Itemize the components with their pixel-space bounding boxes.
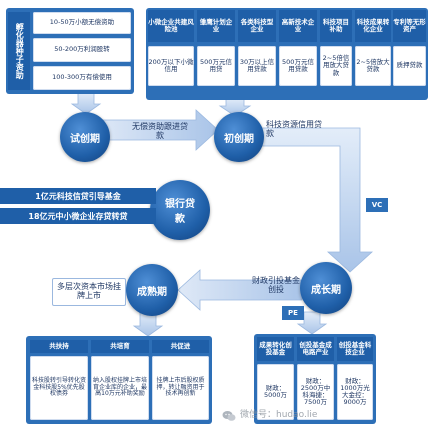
- top-header-5: 科技项目补助: [320, 10, 352, 42]
- top-value-3: 30万以上信用贷款: [238, 46, 276, 86]
- growth-stage-circle: 成长期: [300, 262, 352, 314]
- bank-loan-circle: 银行贷款: [150, 180, 210, 240]
- bottom-left-header-1: 共扶持: [30, 340, 88, 353]
- bottom-right-header-2: 创投基金成电路产业: [297, 337, 334, 361]
- bottom-left-header-3: 共促进: [152, 340, 209, 353]
- bottom-right-value-3: 财政：1000万光大金控：9000万: [337, 364, 373, 420]
- mature-stage-circle: 成熟期: [126, 264, 178, 316]
- bottom-left-header-2: 共培育: [91, 340, 149, 353]
- arrow-incubation-to-trial: [70, 91, 102, 115]
- top-value-5: 2~5倍信用放大贷款: [320, 46, 352, 86]
- watermark-text: 微信号：hudao.lie: [240, 409, 318, 420]
- incubation-item-2: 50-200万利润股转: [33, 38, 131, 62]
- initial-stage-circle: 初创期: [214, 112, 264, 162]
- top-value-7: 质押贷款: [393, 46, 426, 86]
- top-header-2: 雏鹰计划企业: [197, 10, 235, 42]
- trial-to-initial-label: 无偿资助跟进贷款: [132, 122, 188, 141]
- top-value-2: 500万元信用贷: [197, 46, 235, 86]
- bottom-left-text-2: 纳入股权挂牌上市培育企业库的企业，最高10万元补助奖励: [91, 356, 149, 420]
- bottom-right-header-1: 成果转化创投基金: [257, 337, 294, 361]
- pe-label: PE: [282, 306, 304, 320]
- trial-stage-circle: 试创期: [60, 112, 110, 162]
- wechat-icon: [222, 407, 236, 421]
- top-header-7: 专利等无形资产: [393, 10, 426, 42]
- arrow-growth-to-bottom: [296, 311, 328, 335]
- fund-band-1: 1亿元科技信贷引导基金: [0, 188, 156, 204]
- watermark: 微信号：hudao.lie: [222, 404, 422, 422]
- top-value-4: 500万元信用贷款: [279, 46, 317, 86]
- bottom-right-value-2: 财政：2500万中科海捷：7500万: [297, 364, 334, 420]
- top-header-1: 小微企业共建风险池: [148, 10, 194, 42]
- capital-market-label: 多层次资本市场挂牌上市: [52, 278, 126, 306]
- fund-band-2: 18亿元中小微企业存贷转贷: [0, 208, 156, 224]
- bottom-left-text-1: 科技股转引导转化资金科技股5%优先股权债券: [30, 356, 88, 420]
- bottom-left-text-3: 挂牌上市后股权质押，转让融资用于技术再创新: [152, 356, 209, 420]
- arrow-growth-to-mature: [177, 269, 303, 311]
- arrow-trial-to-initial: [95, 109, 219, 151]
- top-header-4: 高新技术企业: [279, 10, 317, 42]
- vc-label: VC: [366, 198, 388, 212]
- bottom-right-header-3: 创投基金科技企业: [337, 337, 373, 361]
- arrow-initial-to-growth: [261, 127, 374, 273]
- bottom-right-value-1: 财政：5000万: [257, 364, 294, 420]
- incubation-side-title: 孵化器种子资助: [8, 12, 30, 90]
- top-header-3: 各类科技型企业: [238, 10, 276, 42]
- initial-note-label: 科技资源信用贷款: [266, 120, 322, 139]
- top-value-1: 200万以下小微信用: [148, 46, 194, 86]
- top-header-6: 科技成果转化企业: [355, 10, 391, 42]
- top-value-6: 2~5倍放大贷款: [355, 46, 391, 86]
- growth-to-mature-label: 财政引投基金创投: [252, 276, 300, 295]
- incubation-item-1: 10-50万小额无偿资助: [33, 12, 131, 34]
- incubation-item-3: 100-300万有偿使用: [33, 66, 131, 90]
